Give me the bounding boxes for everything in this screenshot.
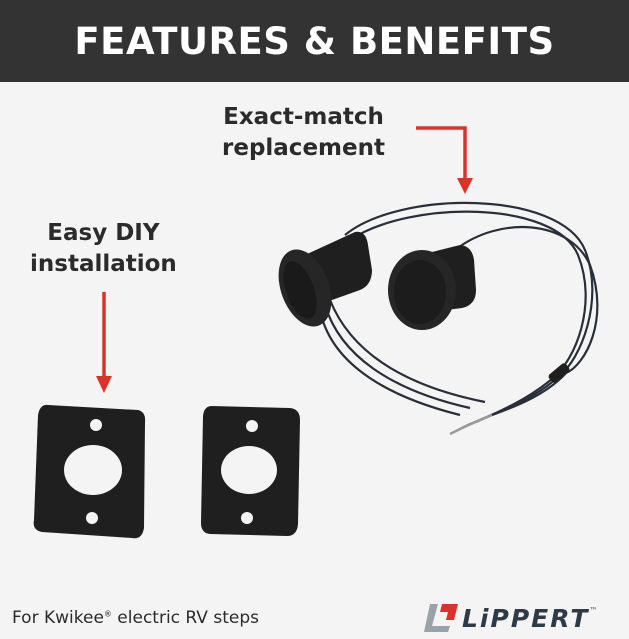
down-arrow-icon <box>416 126 473 194</box>
brand-logo: LiPPERT ™ <box>424 600 624 636</box>
footer-note: For Kwikee® electric RV steps <box>12 608 259 628</box>
wire-terminals <box>449 363 570 436</box>
lippert-logo-icon <box>424 604 458 632</box>
gasket-right <box>201 406 300 536</box>
footer-note-text-rest: electric RV steps <box>111 608 259 628</box>
magnetic-switch-left <box>278 231 372 327</box>
trademark-mark: ™ <box>589 606 598 615</box>
callout-exact-match: Exact-match replacement <box>222 102 385 164</box>
page-title: FEATURES & BENEFITS <box>74 19 555 63</box>
callout-exact-line1: Exact-match <box>223 104 384 130</box>
gasket-left <box>33 404 146 539</box>
logo-text: LiPPERT <box>462 603 590 633</box>
footer-note-text: For Kwikee <box>12 608 104 628</box>
down-arrow-icon <box>96 292 112 393</box>
callout-diy-line1: Easy DIY <box>47 220 160 246</box>
magnetic-switch-right <box>388 245 476 330</box>
callout-diy-line2: installation <box>30 251 177 277</box>
callout-easy-diy: Easy DIY installation <box>30 218 177 280</box>
registered-mark: ® <box>103 609 112 619</box>
callout-exact-line2: replacement <box>222 135 385 161</box>
header-banner: FEATURES & BENEFITS <box>0 0 629 82</box>
